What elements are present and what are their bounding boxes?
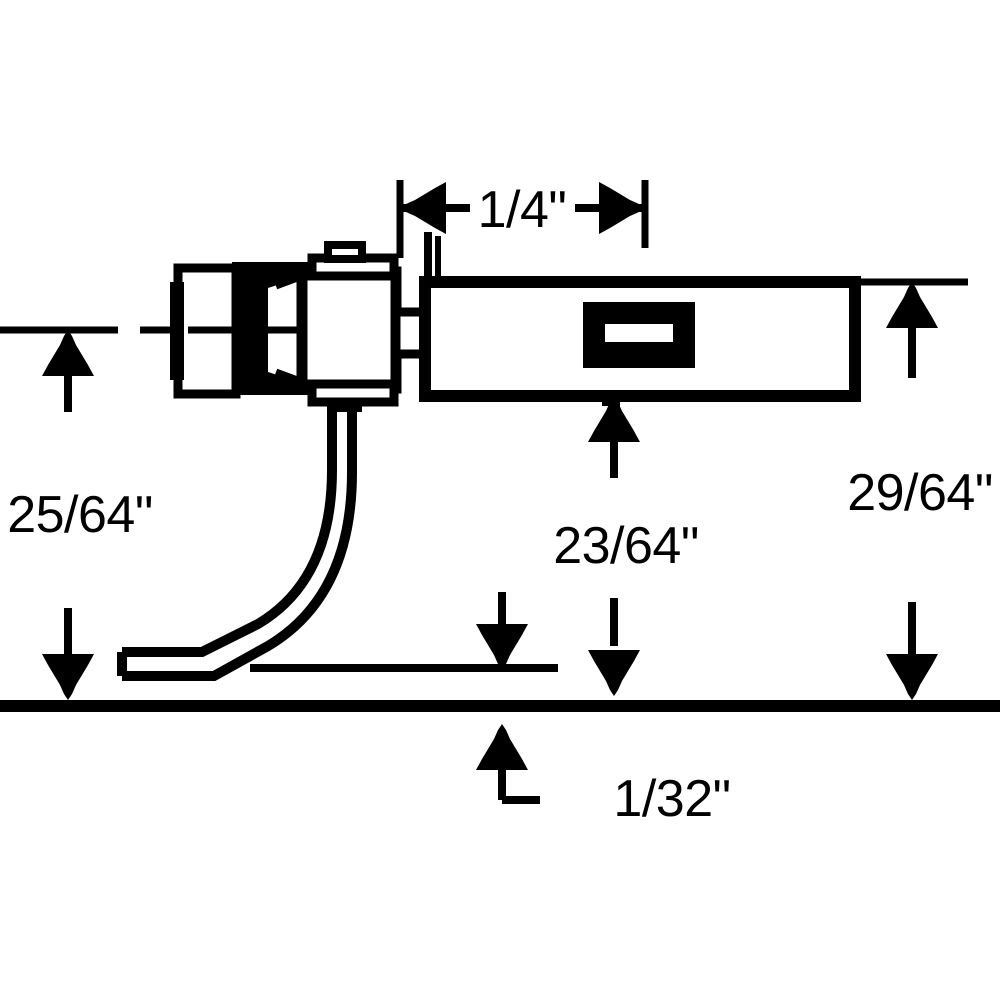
coupler-head-assembly xyxy=(0,232,441,412)
dimension-1-32: 1/32" xyxy=(476,592,731,828)
dim-label-quarter-inch: 1/4" xyxy=(478,181,567,239)
dimension-quarter-inch: 1/4" xyxy=(396,180,649,258)
dimension-29-64: 29/64" xyxy=(847,278,993,700)
draft-gear-box xyxy=(419,276,861,406)
dim-label-23-64: 23/64" xyxy=(553,517,699,575)
center-block-window xyxy=(605,324,673,342)
dim-label-1-32: 1/32" xyxy=(613,770,730,828)
center-block-upper-flange xyxy=(583,302,695,324)
dimension-25-64: 25/64" xyxy=(7,330,153,700)
trip-pin xyxy=(117,399,357,681)
coupler-pivot-box xyxy=(296,266,402,394)
coupler-bottom-cap xyxy=(307,379,399,407)
coupler-top-boss xyxy=(324,241,366,263)
dim-label-25-64: 25/64" xyxy=(7,486,153,544)
dim-label-29-64: 29/64" xyxy=(847,464,993,522)
dimension-23-64: 23/64" xyxy=(553,396,699,696)
center-block-left-web xyxy=(583,302,605,368)
trip-pin-inner-edge xyxy=(122,404,357,681)
center-block-right-web xyxy=(673,302,695,368)
coupler-face-lip xyxy=(170,282,184,380)
trip-pin-outer-edge xyxy=(122,404,337,657)
